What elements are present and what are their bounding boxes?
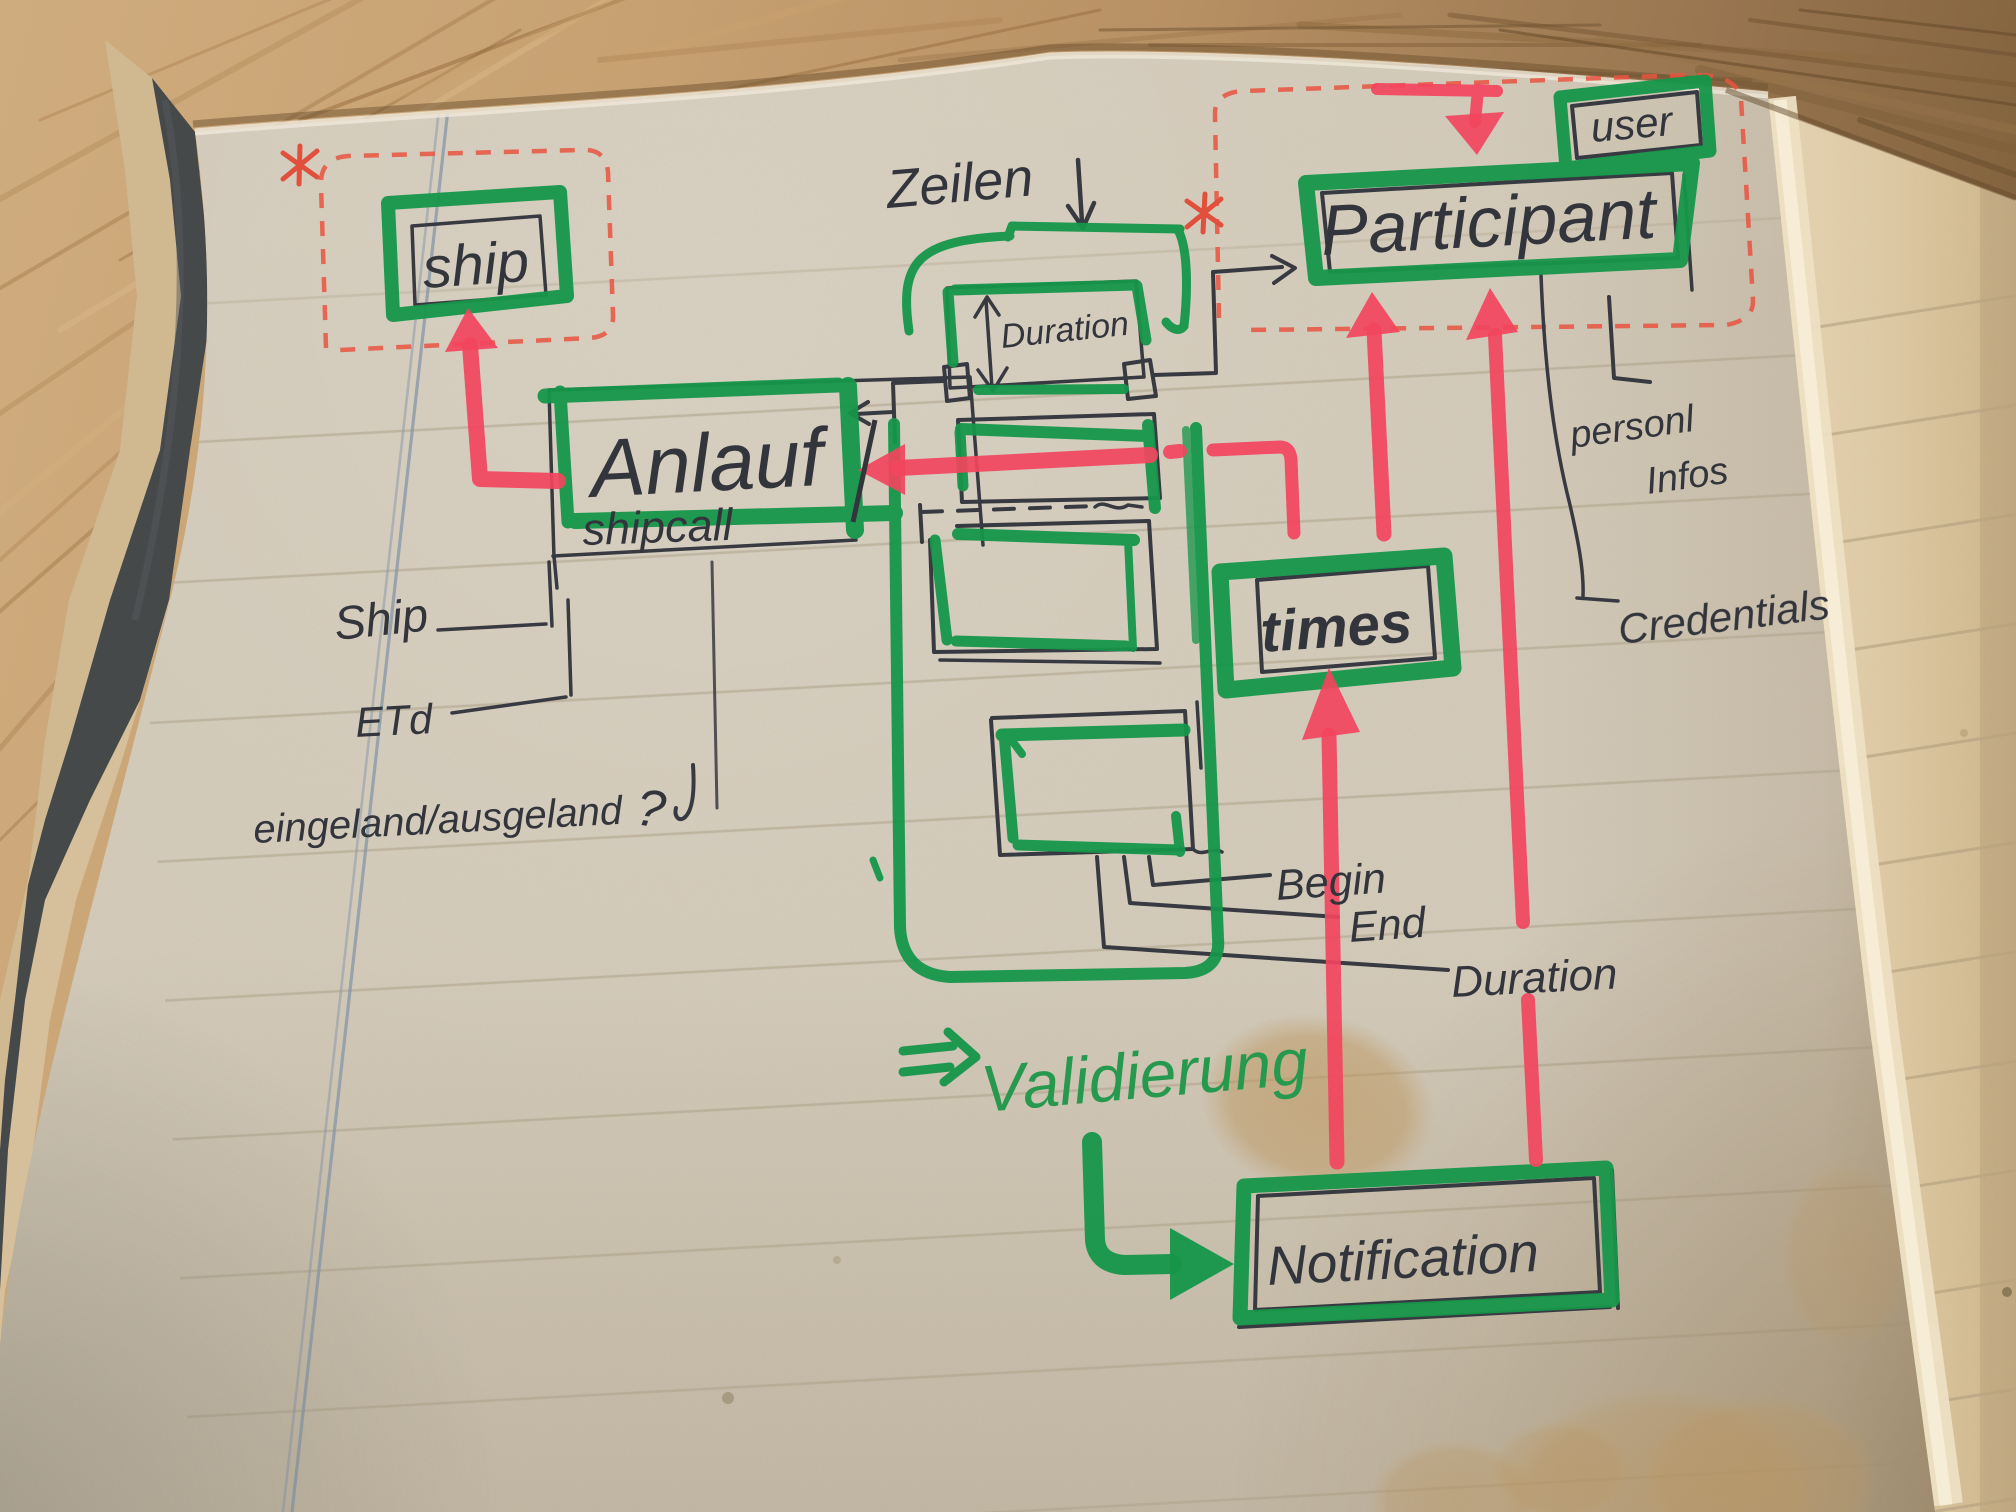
svg-text:Notification: Notification — [1265, 1221, 1540, 1297]
svg-text:Duration: Duration — [1450, 949, 1619, 1007]
svg-text:times: times — [1258, 590, 1414, 665]
svg-text:Begin: Begin — [1274, 854, 1387, 910]
svg-text:Zeilen: Zeilen — [882, 147, 1036, 220]
svg-text:shipcall: shipcall — [582, 499, 736, 555]
svg-text:ETd: ETd — [354, 695, 435, 746]
svg-text:Participant: Participant — [1319, 174, 1661, 271]
svg-text:user: user — [1589, 97, 1676, 151]
svg-text:Ship: Ship — [332, 587, 431, 650]
svg-text:ship: ship — [420, 229, 531, 301]
svg-text:End: End — [1347, 899, 1429, 952]
svg-text:Anlauf: Anlauf — [583, 412, 832, 516]
